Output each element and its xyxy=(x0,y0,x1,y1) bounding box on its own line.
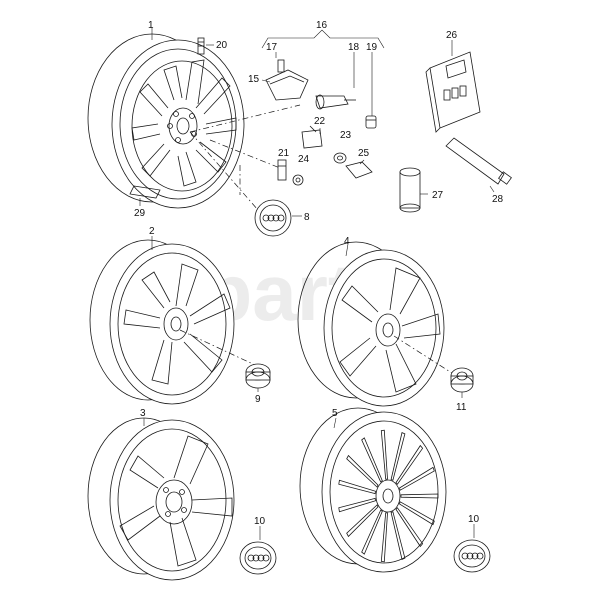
nut-24 xyxy=(292,174,304,186)
bracket-16 xyxy=(261,29,385,49)
wheel-5-spoke xyxy=(380,429,388,480)
label-18: 18 xyxy=(348,42,360,53)
wheel-5-spoke xyxy=(361,437,383,483)
label-8: 8 xyxy=(304,212,310,223)
bolt-21 xyxy=(277,159,287,181)
label-20: 20 xyxy=(216,40,228,51)
label-24: 24 xyxy=(298,154,310,165)
label-26: 26 xyxy=(446,30,458,41)
label-3: 3 xyxy=(140,408,146,419)
label-15: 15 xyxy=(248,74,260,85)
center-cap-8 xyxy=(254,199,302,237)
label-27: 27 xyxy=(432,190,444,201)
wheel-5-spoke xyxy=(390,432,406,481)
valve-cap-19 xyxy=(365,115,377,129)
cylinder-27 xyxy=(399,167,428,213)
valve-22 xyxy=(301,125,323,149)
kit-box-26 xyxy=(425,40,481,133)
label-1: 1 xyxy=(148,20,154,31)
wheel-5-spoke xyxy=(346,504,379,538)
wheel-4 xyxy=(297,241,456,407)
cap-25 xyxy=(345,159,373,179)
wheel-5-spoke xyxy=(338,497,376,513)
label-16: 16 xyxy=(316,20,328,31)
label-28: 28 xyxy=(492,194,504,205)
wheel-5-spoke xyxy=(395,507,424,548)
bolt-cap-9 xyxy=(245,363,271,392)
wheel-5-spoke xyxy=(390,511,406,560)
label-5: 5 xyxy=(332,408,338,419)
wheel-5-spokes xyxy=(338,429,439,563)
label-17: 17 xyxy=(266,42,278,53)
label-11: 11 xyxy=(456,402,467,413)
wheel-5-spoke xyxy=(395,444,424,485)
center-cap-10b xyxy=(453,524,491,573)
valve-stem-20 xyxy=(197,37,214,55)
label-19: 19 xyxy=(366,42,378,53)
label-22: 22 xyxy=(314,116,326,127)
wheel-5-spoke xyxy=(380,512,388,563)
wheel-5-spoke xyxy=(338,479,376,495)
tpms-sensor-15 xyxy=(261,59,309,101)
tube-28 xyxy=(445,137,512,193)
label-21: 21 xyxy=(278,148,290,159)
wheel-5-spoke xyxy=(400,493,439,499)
wheel-5-spoke xyxy=(361,509,383,555)
label-23: 23 xyxy=(340,130,352,141)
wheel-5-spoke xyxy=(346,454,379,488)
wheel-5-spoke xyxy=(399,466,435,491)
center-cap-10a xyxy=(239,526,277,575)
label-9: 9 xyxy=(255,394,261,405)
label-10a: 10 xyxy=(254,516,266,527)
label-29: 29 xyxy=(134,208,146,219)
wheel-2 xyxy=(89,239,256,405)
wheel-1 xyxy=(87,33,245,209)
nut-23 xyxy=(333,152,347,164)
label-25: 25 xyxy=(358,148,370,159)
center-lines xyxy=(189,104,301,211)
wheel-5-spoke xyxy=(399,501,435,526)
label-4: 4 xyxy=(344,236,350,247)
wheel-3 xyxy=(87,417,235,581)
sensor-strip-29 xyxy=(129,185,161,206)
bolt-cap-11 xyxy=(450,367,474,398)
label-2: 2 xyxy=(149,226,155,237)
valve-18 xyxy=(315,94,356,110)
wheel-5 xyxy=(299,407,447,573)
label-10b: 10 xyxy=(468,514,480,525)
